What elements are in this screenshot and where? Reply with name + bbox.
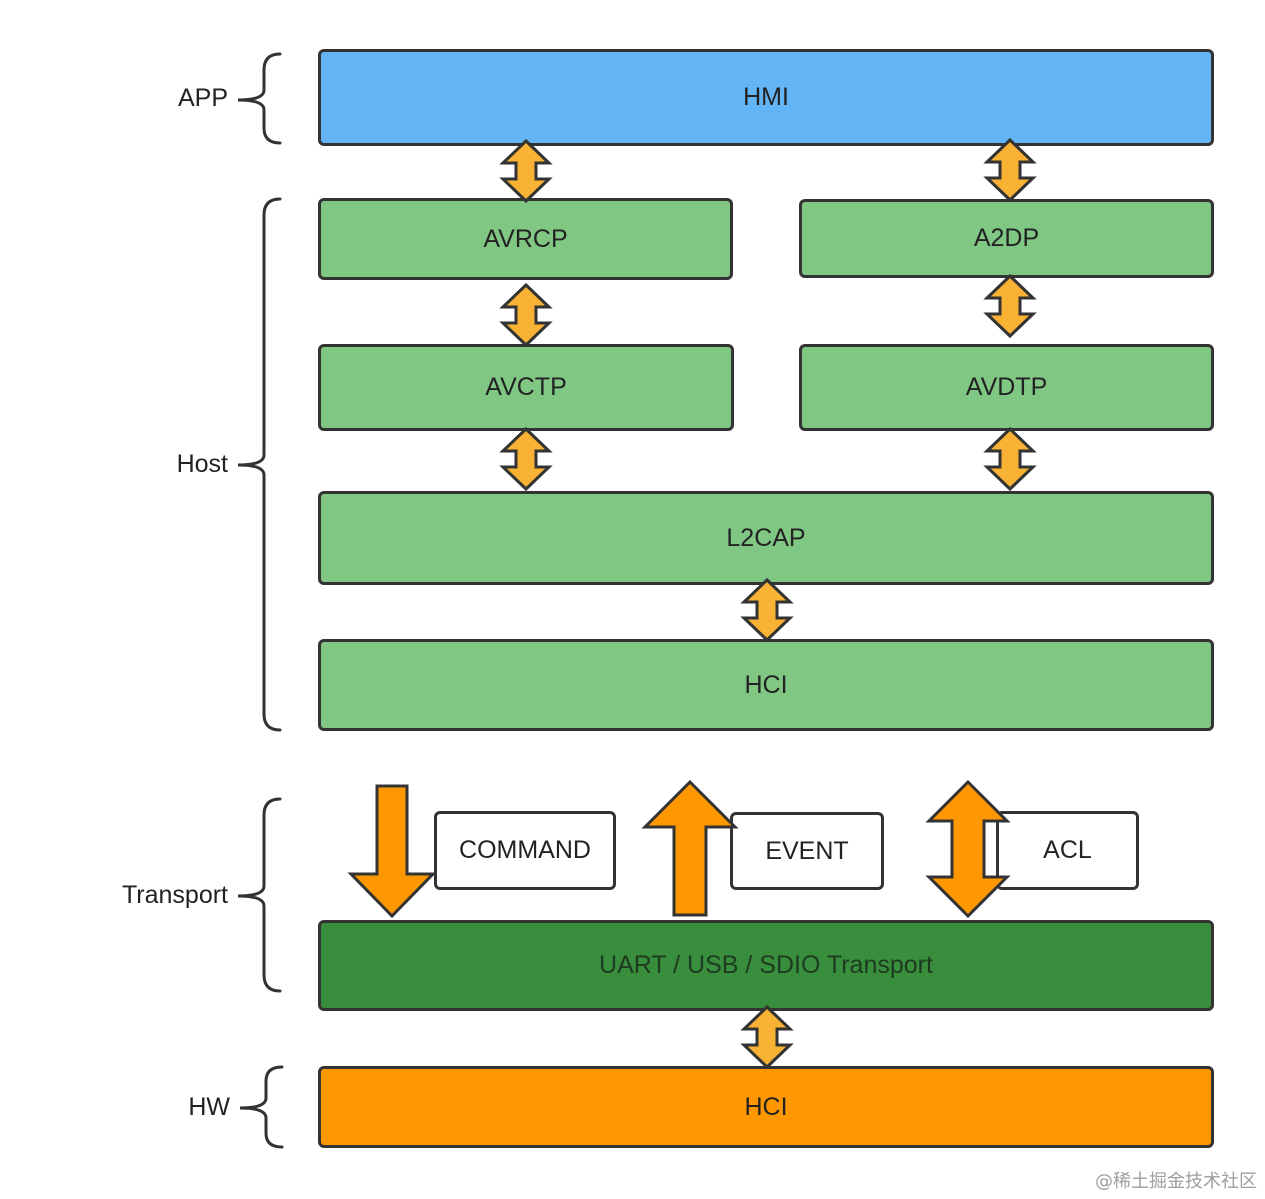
arrow-hmi-avrcp — [501, 139, 551, 203]
event-label: EVENT — [765, 836, 849, 865]
host-hci-block: HCI — [318, 639, 1214, 731]
arrow-avctp-l2cap — [501, 427, 551, 491]
host-brace — [237, 197, 282, 732]
arrow-avrcp-avctp — [501, 283, 551, 347]
avrcp-block: AVRCP — [318, 198, 733, 280]
arrow-hmi-a2dp — [985, 138, 1035, 202]
l2cap-block: L2CAP — [318, 491, 1214, 585]
layer-label-host: Host — [176, 450, 228, 478]
acl-message-box: ACL — [996, 811, 1139, 890]
l2cap-label: L2CAP — [726, 523, 806, 552]
hw-brace — [239, 1065, 284, 1149]
avdtp-label: AVDTP — [965, 373, 1048, 401]
hw-hci-label: HCI — [744, 1092, 788, 1121]
app-brace — [237, 52, 282, 145]
layer-label-hw: HW — [188, 1093, 230, 1121]
transport-label: UART / USB / SDIO Transport — [599, 951, 933, 979]
command-down-arrow — [347, 784, 437, 919]
avrcp-label: AVRCP — [483, 224, 568, 253]
a2dp-block: A2DP — [799, 199, 1214, 278]
command-label: COMMAND — [459, 836, 591, 864]
hw-hci-block: HCI — [318, 1066, 1214, 1148]
transport-brace — [237, 797, 282, 993]
arrow-l2cap-hci — [742, 578, 792, 642]
hmi-label: HMI — [743, 83, 789, 111]
host-hci-label: HCI — [744, 670, 788, 699]
watermark: @稀土掘金技术社区 — [1095, 1171, 1257, 1192]
avctp-label: AVCTP — [485, 373, 567, 401]
layer-label-app: APP — [177, 84, 228, 112]
arrow-avdtp-l2cap — [985, 427, 1035, 491]
arrow-a2dp-avdtp — [985, 274, 1035, 338]
hmi-block: HMI — [318, 49, 1214, 146]
event-up-arrow — [641, 779, 739, 917]
avdtp-block: AVDTP — [799, 344, 1214, 431]
a2dp-label: A2DP — [973, 224, 1040, 252]
event-message-box: EVENT — [730, 812, 884, 890]
layer-label-transport: Transport — [121, 881, 228, 909]
acl-double-arrow — [925, 779, 1011, 919]
arrow-transport-hw — [742, 1005, 792, 1069]
acl-label: ACL — [1043, 836, 1092, 864]
command-message-box: COMMAND — [434, 811, 616, 890]
transport-block: UART / USB / SDIO Transport — [318, 920, 1214, 1011]
